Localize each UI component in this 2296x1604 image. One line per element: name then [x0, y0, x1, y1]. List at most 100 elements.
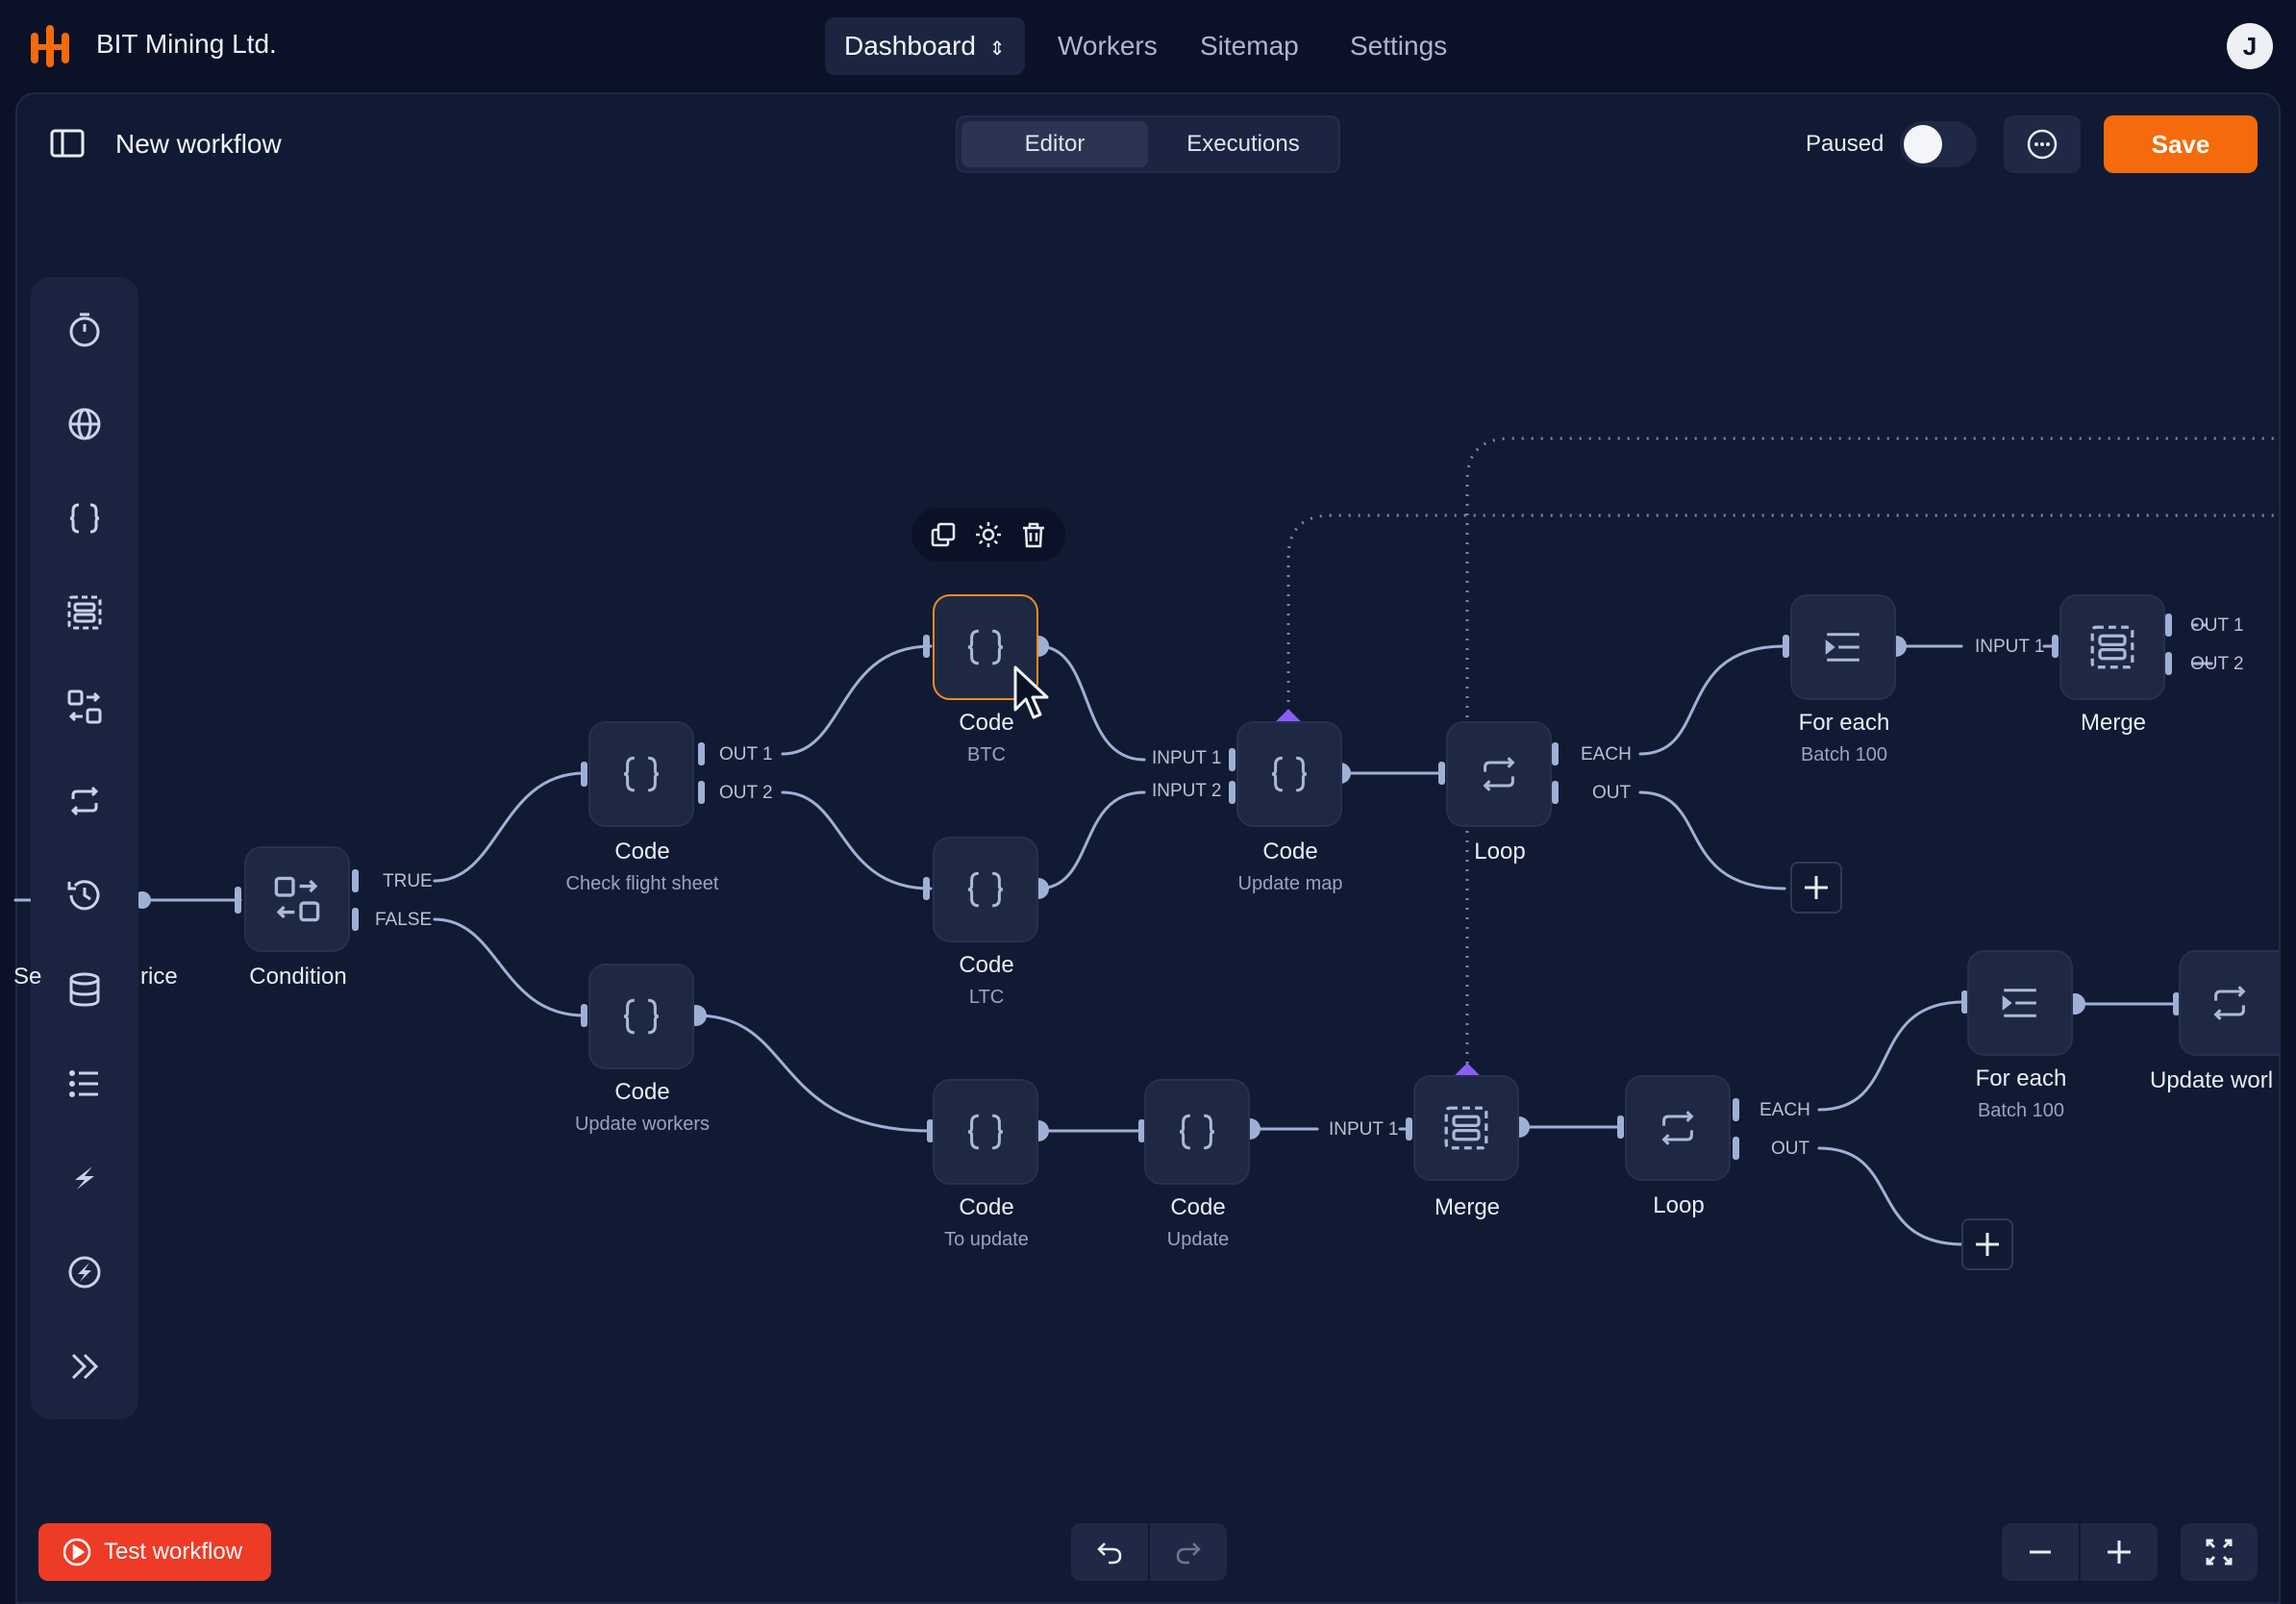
globe-icon[interactable]: [31, 390, 138, 458]
condition-icon[interactable]: [31, 673, 138, 740]
node-code-update-label: Code: [1170, 1194, 1226, 1220]
lightning-icon[interactable]: [31, 1144, 138, 1212]
plus-icon: [2108, 1541, 2131, 1564]
tab-executions[interactable]: Executions: [1186, 131, 1300, 157]
node-code-toupdate[interactable]: [933, 1079, 1038, 1185]
divider: [1148, 1523, 1150, 1581]
test-workflow-button[interactable]: Test workflow: [38, 1523, 271, 1581]
node-condition[interactable]: [244, 846, 350, 952]
node-code-map-sub: Update map: [1237, 873, 1343, 894]
play-circle-icon: [62, 1538, 91, 1566]
history-icon[interactable]: [31, 862, 138, 929]
node-foreach-label: For each: [1798, 710, 1890, 736]
node-code-workers-label: Code: [614, 1079, 670, 1105]
node-code-workers[interactable]: [588, 964, 694, 1069]
connection-wires: [13, 623, 2213, 1246]
test-workflow-label: Test workflow: [104, 1539, 243, 1565]
partial-label-left: Se: [13, 964, 42, 990]
zoom-out-button[interactable]: [2002, 1523, 2079, 1581]
save-button[interactable]: Save: [2104, 115, 2258, 173]
node-code-check[interactable]: [588, 721, 694, 827]
gear-icon[interactable]: [973, 519, 1004, 550]
minus-icon: [2030, 1550, 2051, 1554]
paused-label: Paused: [1806, 131, 1884, 157]
timer-icon[interactable]: [31, 296, 138, 363]
undo-button[interactable]: [1071, 1523, 1148, 1581]
node-merge-label: Merge: [2080, 710, 2147, 736]
node-code-map[interactable]: [1236, 721, 1342, 827]
redo-icon: [1176, 1542, 1201, 1565]
merge-icon[interactable]: [31, 579, 138, 646]
trash-icon[interactable]: [1019, 520, 1048, 549]
nav-dashboard[interactable]: Dashboard ⇕: [825, 17, 1025, 75]
loop-icon[interactable]: [31, 767, 138, 835]
node-foreach-sub: Batch 100: [1800, 744, 1888, 765]
node-loop-label: Loop: [1653, 1192, 1705, 1218]
node-code-ltc[interactable]: [933, 837, 1038, 942]
code-braces-icon: [967, 629, 1004, 665]
node-loop-update-workers[interactable]: [2179, 950, 2279, 1056]
port-each: EACH: [1581, 744, 1632, 764]
node-code-toupdate-sub: To update: [944, 1229, 1029, 1250]
bit-mining-logo[interactable]: [29, 23, 71, 69]
paused-toggle[interactable]: [1900, 121, 1977, 167]
node-code-map-label: Code: [1262, 839, 1318, 865]
loop-icon: [1661, 1111, 1694, 1145]
avatar[interactable]: J: [2227, 23, 2273, 69]
redo-button[interactable]: [1150, 1523, 1227, 1581]
sidebar-toggle-icon[interactable]: [50, 129, 85, 158]
port-out2: OUT 2: [2190, 654, 2244, 674]
chevrons-right-icon[interactable]: [31, 1333, 138, 1400]
more-options-button[interactable]: [2004, 115, 2081, 173]
node-merge[interactable]: [2059, 594, 2165, 700]
code-braces-icon: [623, 756, 660, 792]
add-node-button[interactable]: [1961, 1218, 2013, 1270]
add-node-button[interactable]: [1790, 862, 1842, 914]
database-icon[interactable]: [31, 956, 138, 1023]
toggle-knob: [1904, 125, 1942, 163]
code-braces-icon: [623, 998, 660, 1035]
loop-icon: [1483, 757, 1515, 791]
port-out1: OUT 1: [719, 744, 773, 764]
nav-settings[interactable]: Settings: [1350, 31, 1448, 61]
node-code-btc-label: Code: [959, 710, 1014, 736]
node-code-update[interactable]: [1144, 1079, 1250, 1185]
zoom-in-button[interactable]: [2081, 1523, 2158, 1581]
nav-dashboard-label: Dashboard: [844, 31, 976, 61]
condition-icon: [274, 876, 320, 922]
copy-icon[interactable]: [929, 520, 958, 549]
port-input1: INPUT 1: [1329, 1119, 1399, 1140]
node-code-ltc-label: Code: [959, 952, 1014, 978]
more-dots-icon: [2027, 129, 2058, 160]
loop-icon: [2213, 986, 2246, 1020]
nav-sitemap[interactable]: Sitemap: [1200, 31, 1299, 61]
nav-workers[interactable]: Workers: [1058, 31, 1158, 61]
port-out: OUT: [1771, 1139, 1810, 1159]
node-condition-label: Condition: [249, 964, 347, 990]
tab-editor[interactable]: Editor: [961, 121, 1148, 167]
lightning-circle-icon[interactable]: [31, 1239, 138, 1306]
fit-view-button[interactable]: [2181, 1523, 2258, 1581]
list-indent-icon: [2002, 989, 2036, 1017]
workflow-title[interactable]: New workflow: [115, 129, 282, 159]
node-merge-label: Merge: [1434, 1194, 1501, 1220]
brand-name: BIT Mining Ltd.: [96, 29, 277, 59]
port-out2: OUT 2: [719, 783, 773, 803]
node-loop[interactable]: [1625, 1075, 1731, 1181]
node-loop[interactable]: [1446, 721, 1552, 827]
port-input1: INPUT 1: [1152, 748, 1222, 768]
node-foreach-sub: Batch 100: [1977, 1100, 2065, 1121]
node-foreach[interactable]: [1790, 594, 1896, 700]
code-braces-icon: [1271, 756, 1308, 792]
plus-icon: [1976, 1233, 1999, 1256]
partial-label-price: rice: [140, 964, 178, 990]
node-foreach[interactable]: [1967, 950, 2073, 1056]
node-code-update-sub: Update: [1166, 1229, 1230, 1250]
code-braces-icon: [1179, 1114, 1215, 1150]
node-merge[interactable]: [1413, 1075, 1519, 1181]
node-palette: [31, 277, 138, 1419]
code-braces-icon[interactable]: [31, 485, 138, 552]
port-each: EACH: [1759, 1100, 1810, 1120]
list-icon[interactable]: [31, 1050, 138, 1117]
